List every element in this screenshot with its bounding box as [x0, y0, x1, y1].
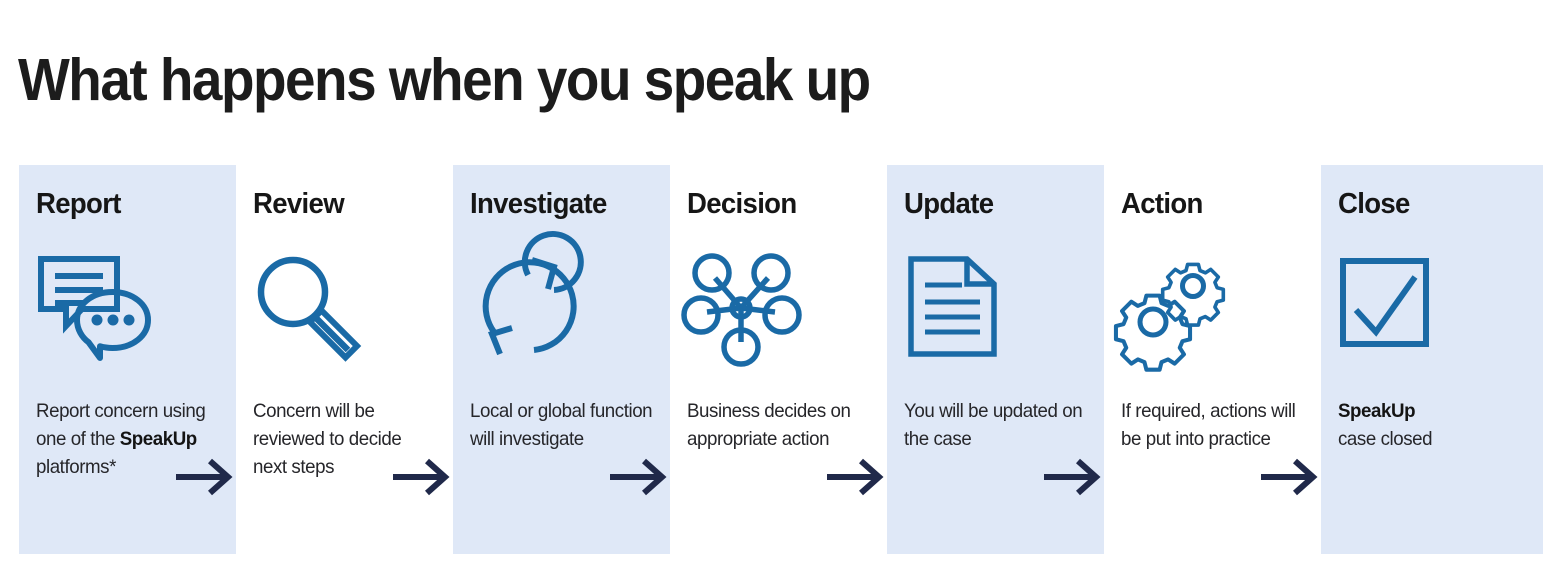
network-nodes-icon: [681, 253, 817, 367]
step-review[interactable]: Review Concern will be reviewed to decid…: [236, 165, 453, 554]
arrow-review-to-investigate: [391, 457, 453, 497]
step-report[interactable]: Report Report concern using one of the S…: [19, 165, 236, 554]
step-desc-investigate: Local or global function will investigat…: [470, 400, 653, 450]
arrow-decision-to-update: [825, 457, 887, 497]
step-title-update: Update: [904, 188, 994, 220]
refresh-cycle-icon: [470, 231, 600, 364]
step-title-investigate: Investigate: [470, 188, 607, 220]
step-title-close: Close: [1338, 188, 1410, 220]
step-decision[interactable]: Decision Busine: [670, 165, 887, 554]
page-title: What happens when you speak up: [18, 46, 871, 113]
speakup-process-flow: Report Report concern using one of the S…: [19, 165, 1543, 554]
arrow-investigate-to-decision: [608, 457, 670, 497]
step-update[interactable]: Update You will be updated on the case: [887, 165, 1104, 554]
step-title-decision: Decision: [687, 188, 797, 220]
step-investigate[interactable]: Investigate Local or global function wil…: [453, 165, 670, 554]
document-lines-icon: [904, 254, 1034, 364]
step-desc-decision: Business decides on appropriate action: [687, 400, 851, 450]
step-desc-review: Concern will be reviewed to decide next …: [253, 400, 402, 478]
arrow-report-to-review: [174, 457, 236, 497]
magnifier-icon: [253, 254, 383, 364]
gears-icon: [1113, 254, 1251, 372]
step-action[interactable]: Action If required, actions will be put …: [1104, 165, 1321, 554]
step-desc-update: You will be updated on the case: [904, 400, 1083, 450]
step-desc-action: If required, actions will be put into pr…: [1121, 400, 1296, 450]
step-title-report: Report: [36, 188, 121, 220]
step-desc-report: Report concern using one of the SpeakUp …: [36, 400, 206, 478]
checkbox-check-icon: [1338, 254, 1468, 364]
arrow-action-to-close: [1259, 457, 1321, 497]
step-title-review: Review: [253, 188, 345, 220]
step-title-action: Action: [1121, 188, 1203, 220]
arrow-update-to-action: [1042, 457, 1104, 497]
chat-bubbles-icon: [36, 254, 166, 364]
